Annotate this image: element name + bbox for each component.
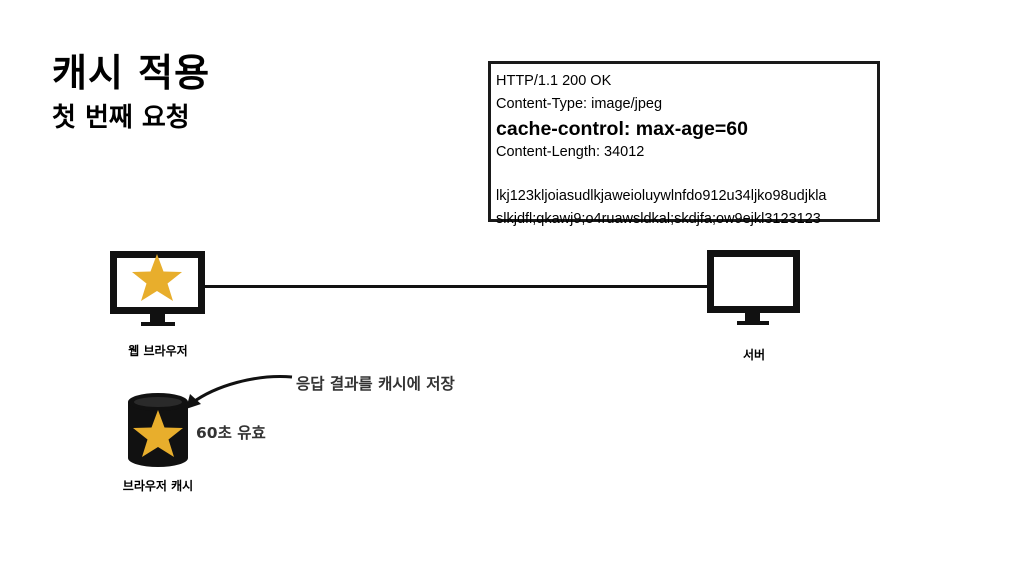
cache-control-header: cache-control: max-age=60 <box>496 118 748 140</box>
browser-label: 웹 브라우저 <box>128 344 188 358</box>
server-label: 서버 <box>742 348 766 362</box>
browser-cache-cylinder-icon <box>128 393 188 467</box>
response-body-line-2: slkjdfl;qkawj9;o4ruawsldkal;skdjfa;ow9ej… <box>496 211 821 227</box>
server-monitor-icon <box>707 250 800 325</box>
browser-star-icon <box>132 254 182 301</box>
http-response-box: HTTP/1.1 200 OK Content-Type: image/jpeg… <box>488 61 880 227</box>
page-title: 캐시 적용 <box>52 51 211 95</box>
content-length-header: Content-Length: 34012 <box>496 144 645 160</box>
page-subtitle: 첫 번째 요청 <box>52 103 190 133</box>
store-in-cache-annotation: 응답 결과를 캐시에 저장 <box>296 375 455 393</box>
response-body-line-1: lkj123kljoiasudlkjaweioluywlnfdo912u34lj… <box>496 188 827 204</box>
content-type-header: Content-Type: image/jpeg <box>496 96 663 112</box>
browser-cache-label: 브라우저 캐시 <box>122 479 194 493</box>
network-connection-line <box>205 285 708 288</box>
status-line: HTTP/1.1 200 OK <box>496 73 612 89</box>
valid-duration-annotation: 60초 유효 <box>196 424 266 442</box>
cached-star-icon <box>133 410 183 457</box>
store-arrow-icon <box>186 375 293 409</box>
browser-monitor-icon <box>110 251 205 326</box>
